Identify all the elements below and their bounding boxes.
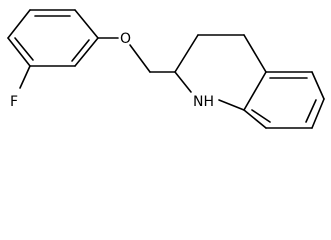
bond	[19, 65, 31, 89]
bond	[174, 34, 199, 73]
bond	[74, 9, 99, 39]
chemical-structure: F O NH	[7, 9, 325, 129]
bond	[174, 71, 192, 93]
bond	[129, 44, 151, 73]
bond	[218, 99, 245, 111]
fluorophenyl-ring	[7, 9, 99, 67]
oxygen-label: O	[120, 31, 131, 47]
fluorine-label: F	[10, 94, 18, 110]
bond	[74, 37, 99, 67]
structure-canvas: F O NH	[7, 9, 325, 129]
bond	[243, 71, 267, 111]
amine-label: NH	[193, 94, 214, 110]
benzo-ring	[243, 71, 325, 129]
bond	[7, 37, 31, 67]
tetrahydro-ring	[174, 34, 267, 111]
bond	[311, 98, 325, 129]
bond	[7, 9, 31, 39]
bond	[243, 109, 267, 129]
bond	[14, 37, 34, 61]
bond	[243, 34, 267, 73]
bond	[71, 39, 90, 62]
bond	[305, 99, 317, 123]
bond	[251, 109, 271, 123]
bond	[311, 71, 325, 100]
